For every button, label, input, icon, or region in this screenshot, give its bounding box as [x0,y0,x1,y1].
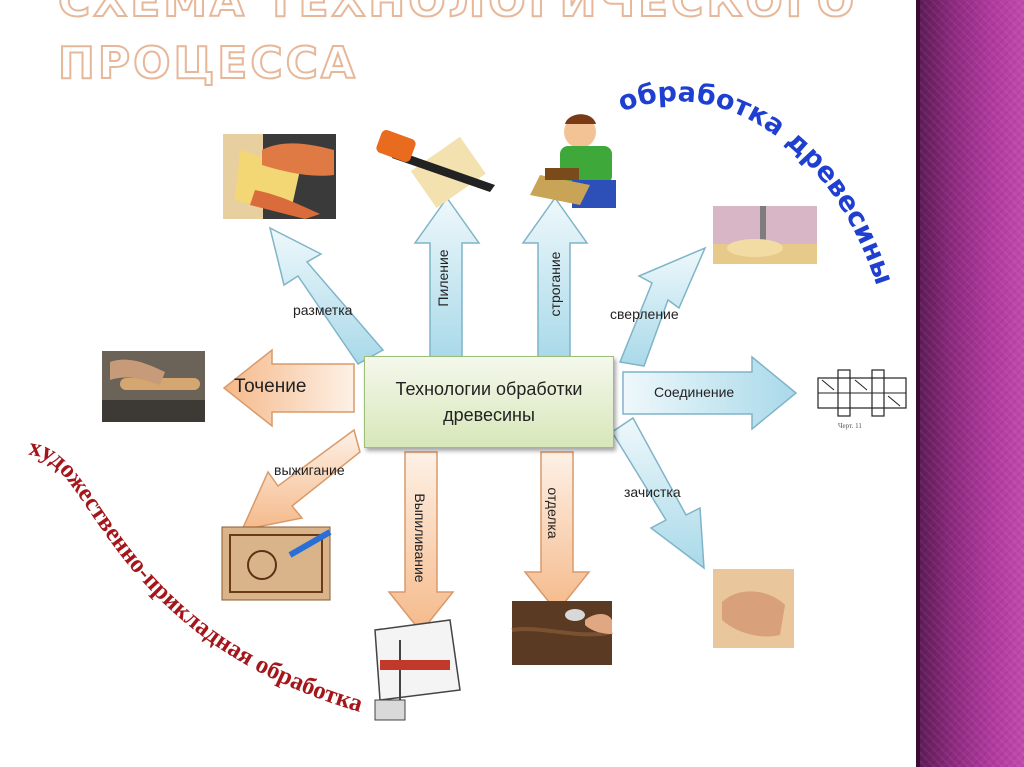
center-box: Технологии обработки древесины [364,356,614,448]
fretsaw-photo [374,619,461,721]
arrow-finishing [523,451,591,614]
label-fretsawing: Выпиливание [412,493,428,583]
planing-photo [530,114,616,208]
drawing-caption: Черт. 11 [838,422,862,430]
label-sawing: Пиление [435,249,451,307]
center-label: Технологии обработки древесины [395,379,583,425]
label-turning: Точение [234,376,307,397]
saw-photo [376,129,495,209]
label-burning: выжигание [274,462,345,478]
turning-photo [102,351,205,422]
title-line-2: ПРОЦЕССА [57,37,358,90]
arrow-fretsawing [387,451,455,634]
arrow-drilling [618,246,707,367]
arrow-joining [622,355,798,431]
label-marking: разметка [293,302,353,318]
arrow-turning [222,348,355,428]
marking-photo [223,134,336,219]
label-sanding: зачистка [624,484,681,500]
finishing-photo [511,601,613,665]
arrow-marking [268,226,385,365]
title-line-1: СХЕМА ТЕХНОЛОГИЧЕСКОГО [57,0,858,28]
arrow-sawing [413,196,481,359]
label-finishing: отделка [545,487,561,539]
arrow-sanding [610,416,705,570]
label-joining: Соединение [654,384,735,400]
label-planing: строгание [547,251,563,317]
drilling-photo [713,206,817,264]
arrow-planing [521,196,589,359]
decorative-sidebar [916,0,1024,767]
label-drilling: сверление [610,306,679,322]
joining-drawing [817,369,907,417]
sanding-photo [713,569,794,648]
burning-photo [221,526,332,601]
arrow-burning [240,428,361,532]
